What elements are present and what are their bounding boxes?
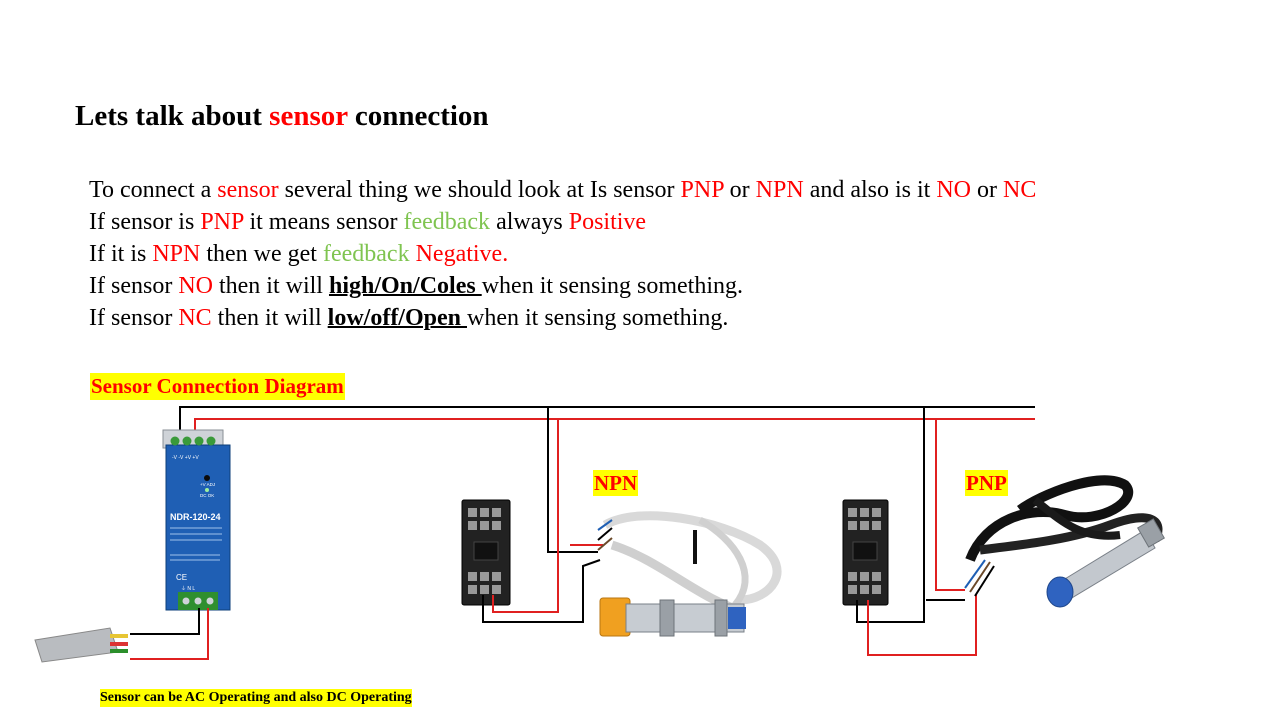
bus-wires [179,406,1035,443]
text-segment: several thing we should look at Is senso… [278,177,681,203]
mains-cable [34,608,209,663]
text-segment: or [723,177,756,203]
text-segment: when it sensing something. [481,273,744,299]
body-text: To connect a sensor several thing we sho… [89,174,1036,334]
psu-model: NDR-120-24 [170,512,221,522]
text-segment: sensor [217,177,279,203]
pnp-relay-socket [842,499,889,606]
npn-label: NPN [593,470,639,496]
text-segment: NC [178,305,212,331]
slide-title: Lets talk about sensor connection [75,100,489,133]
text-segment: If sensor [89,305,179,331]
text-segment: PNP [680,177,724,203]
text-segment: PNP [200,209,244,235]
text-segment: it means sensor [243,209,404,235]
npn-sensor [597,511,782,637]
text-segment: low/off/Open [327,305,467,331]
title-part-2: connection [347,100,489,132]
text-segment: If it is [89,241,153,267]
text-line: If sensor is PNP it means sensor feedbac… [89,206,1036,238]
text-line: To connect a sensor several thing we sho… [89,174,1036,206]
pnp-label: PNP [965,470,1008,496]
npn-wiring [482,407,603,623]
text-line: If sensor NC then it will low/off/Open w… [89,302,1036,334]
text-segment: then it will [212,273,329,299]
psu-top-terminals: -V -V +V +V [172,455,199,461]
text-segment: NPN [755,177,804,203]
text-segment: If sensor [89,273,179,299]
title-highlight: sensor [269,100,348,132]
text-segment: feedback [322,241,410,267]
text-segment: NC [1003,177,1037,203]
npn-relay-socket [461,499,511,606]
text-segment: then we get [200,241,323,267]
pnp-wiring [856,407,977,656]
text-segment: or [971,177,1004,203]
text-segment: Negative. [415,241,509,267]
text-segment: NO [936,177,972,203]
text-line: If sensor NO then it will high/On/Coles … [89,270,1036,302]
red-bus-wire [194,418,1035,443]
text-segment: and also is it [803,177,937,203]
pnp-sensor [964,475,1165,608]
black-bus-wire [179,406,1035,443]
footnote: Sensor can be AC Operating and also DC O… [100,689,412,707]
psu-dcok-label: DC OK [200,493,214,498]
title-part-1: Lets talk about [75,100,270,132]
psu-ce-mark: CE [176,573,187,582]
psu-adj-label: +V ADJ [200,482,215,487]
text-segment: always [490,209,569,235]
diagram-title: Sensor Connection Diagram [90,373,345,400]
text-line: If it is NPN then we get feedback Negati… [89,238,1036,270]
text-segment: If sensor is [89,209,201,235]
text-segment: To connect a [89,177,218,203]
power-supply: -V -V +V +V +V ADJ DC OK NDR-120-24 CE ⏚… [162,429,231,611]
text-segment: Positive [568,209,647,235]
text-segment: high/On/Coles [328,273,482,299]
psu-bottom-terminals: ⏚ N L [181,585,195,592]
text-segment: when it sensing something. [467,305,729,331]
text-segment: NPN [152,241,201,267]
text-segment: feedback [403,209,491,235]
text-segment: then it will [211,305,328,331]
text-segment: NO [178,273,213,299]
